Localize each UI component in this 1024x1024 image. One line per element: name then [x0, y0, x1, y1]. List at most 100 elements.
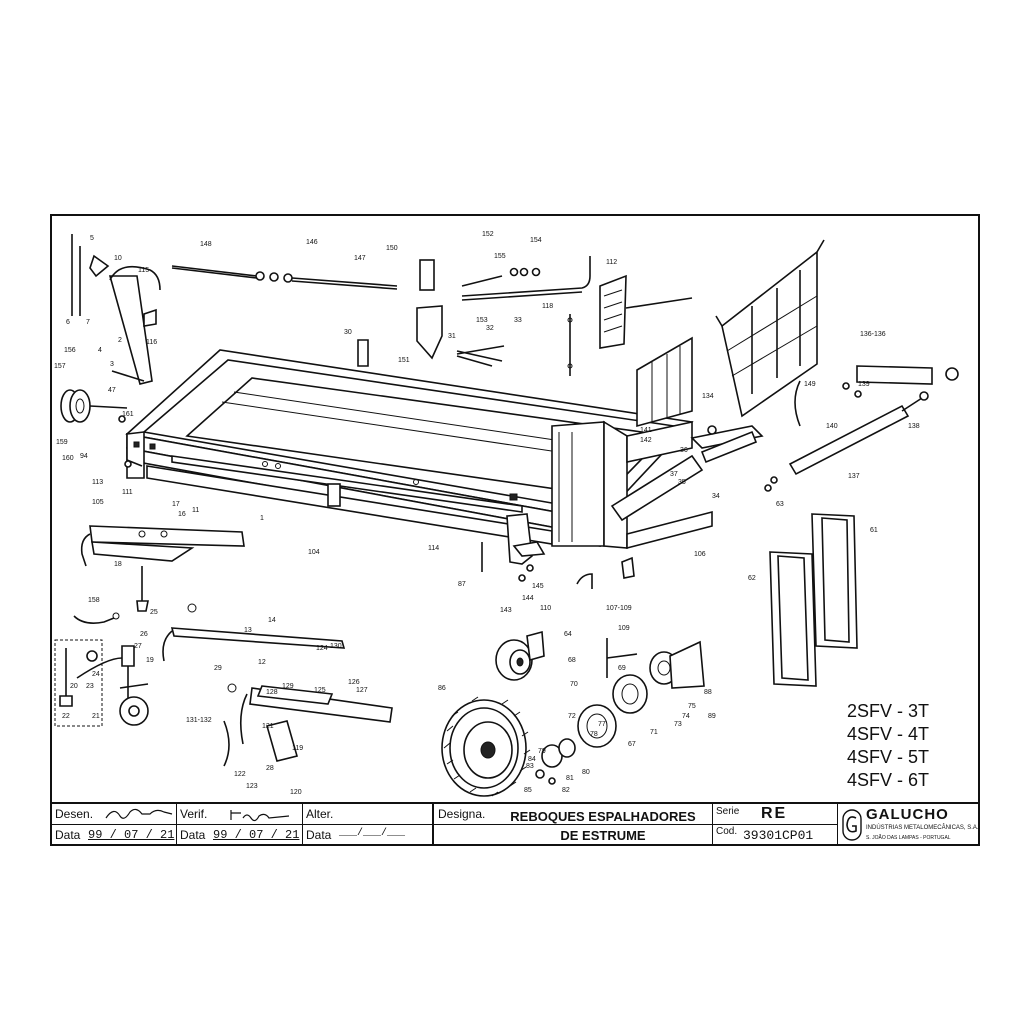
reflector — [567, 274, 693, 376]
alter-cell: Alter. Data ___/___/___ — [303, 804, 433, 846]
part-callout: 123 — [246, 783, 258, 790]
part-callout: 18 — [114, 561, 122, 568]
drawbar — [80, 525, 245, 612]
part-callout: 78 — [590, 731, 598, 738]
desen-date: 99 / 07 / 21 — [88, 828, 175, 842]
part-callout: 69 — [618, 665, 626, 672]
alter-label: Alter. — [306, 807, 334, 821]
part-callout: 119 — [292, 745, 303, 752]
part-callout: 34 — [712, 493, 720, 500]
part-callout: 86 — [438, 685, 446, 692]
part-callout: 124 — [316, 645, 328, 652]
part-callout: 87 — [458, 581, 466, 588]
part-callout: 114 — [428, 545, 439, 552]
part-callout: 115 — [138, 267, 149, 274]
part-callout: 14 — [268, 617, 276, 624]
desen-data-label: Data — [55, 828, 81, 842]
part-callout: 134 — [702, 393, 714, 400]
part-callout: 141 — [640, 427, 652, 434]
part-callout: 84 — [528, 756, 536, 763]
verif-date: 99 / 07 / 21 — [213, 828, 300, 842]
model-item: 4SFV - 4T — [847, 724, 930, 744]
part-callout: 118 — [542, 303, 553, 310]
exploded-parts-diagram: 1234567101112131416171819202122232425262… — [54, 231, 959, 797]
part-callout: 68 — [568, 657, 576, 664]
trailer-chassis — [125, 336, 713, 565]
part-callout: 35 — [678, 479, 686, 486]
crank-handle — [71, 234, 161, 385]
wheel-assembly — [441, 630, 705, 797]
small-parts — [73, 370, 862, 624]
desen-cell: Desen. Data 99 / 07 / 21 — [52, 804, 177, 846]
part-callout: 121 — [262, 723, 274, 730]
part-callout: 61 — [870, 527, 878, 534]
part-callout: 24 — [92, 671, 100, 678]
part-callout: 88 — [704, 689, 712, 696]
part-callout: 7 — [86, 319, 90, 326]
part-callout: 146 — [306, 239, 318, 246]
part-callout: 20 — [70, 683, 78, 690]
part-callout: 6 — [66, 319, 70, 326]
part-callout: 71 — [650, 729, 658, 736]
part-callout: 11 — [192, 507, 199, 514]
part-callout: 127 — [356, 687, 368, 694]
model-item: 4SFV - 6T — [847, 770, 930, 790]
side-panels — [769, 513, 858, 687]
part-callout: 158 — [88, 597, 100, 604]
part-callout: 37 — [670, 471, 678, 478]
part-callout: 19 — [146, 657, 154, 664]
part-callout: 143 — [500, 607, 512, 614]
part-callout: 74 — [682, 713, 690, 720]
part-callout: 104 — [308, 549, 320, 556]
title-block: Desen. Data 99 / 07 / 21 Verif. Data 99 … — [52, 802, 979, 846]
part-callout: 126 — [348, 679, 360, 686]
part-callout: 22 — [62, 713, 70, 720]
alter-data-label: Data — [306, 828, 332, 842]
desen-label: Desen. — [55, 807, 94, 821]
part-callout: 147 — [354, 255, 366, 262]
part-callout: 10 — [114, 255, 122, 262]
part-callout: 120 — [290, 789, 302, 796]
part-callout: 70 — [570, 681, 578, 688]
part-callout: 67 — [628, 741, 636, 748]
part-callout: 137 — [848, 473, 860, 480]
part-callout: 153 — [476, 317, 488, 324]
part-callout: 81 — [566, 775, 574, 782]
lower-drawbar — [162, 603, 393, 767]
cod-label: Cod. — [716, 826, 738, 837]
part-callout: 25 — [150, 609, 158, 616]
part-callout: 83 — [526, 763, 534, 770]
left-disc — [60, 389, 128, 423]
part-callout: 30 — [344, 329, 352, 336]
part-callout: 142 — [640, 437, 652, 444]
part-callout: 62 — [748, 575, 756, 582]
part-callout: 154 — [530, 237, 542, 244]
part-callout: 16 — [178, 511, 186, 518]
part-callout: 111 — [122, 489, 133, 496]
brand-location: S. JOÃO DAS LAMPAS - PORTUGAL — [866, 835, 951, 841]
brand-subtitle: INDÚSTRIAS METALOMECÂNICAS, S.A. — [866, 825, 979, 831]
part-callout: 125 — [314, 687, 326, 694]
top-rods — [171, 256, 591, 367]
part-callout: 73 — [674, 721, 682, 728]
part-callout: 12 — [258, 659, 266, 666]
part-callout: 89 — [708, 713, 716, 720]
part-callout: 113 — [92, 479, 103, 486]
part-callout: 105 — [92, 499, 104, 506]
part-callout: 122 — [234, 771, 246, 778]
part-callout: 151 — [398, 357, 410, 364]
brand-cell: GALUCHO INDÚSTRIAS METALOMECÂNICAS, S.A.… — [838, 804, 979, 846]
part-callout: 23 — [86, 683, 94, 690]
part-callout: 128 — [266, 689, 278, 696]
jack-stand — [54, 639, 149, 727]
part-callout: 32 — [486, 325, 494, 332]
part-callout: 144 — [522, 595, 534, 602]
part-callout: 109 — [618, 625, 630, 632]
part-callout: 77 — [598, 721, 606, 728]
part-callout: 26 — [140, 631, 148, 638]
part-callout: 110 — [540, 605, 551, 612]
designa-label: Designa. — [438, 807, 486, 821]
part-callout: 160 — [62, 455, 74, 462]
part-callout: 13 — [244, 627, 252, 634]
